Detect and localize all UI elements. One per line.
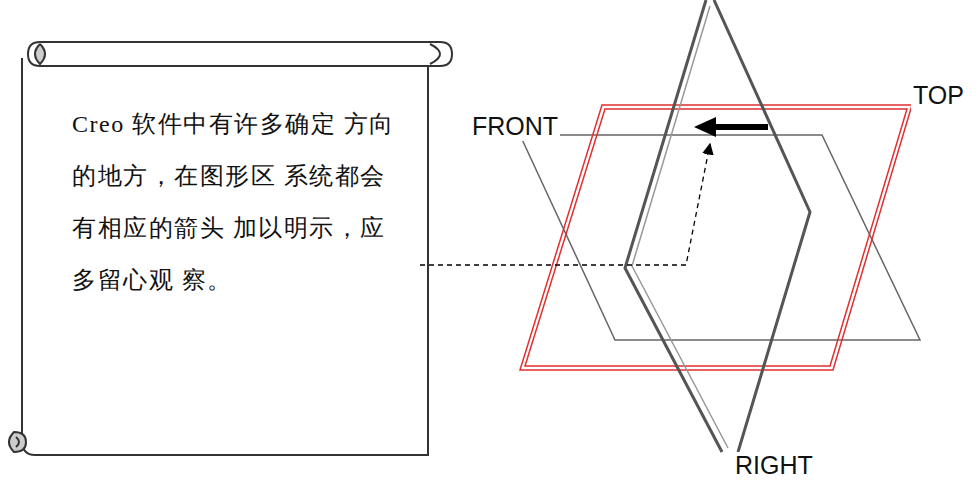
note-text: Creo 软件中有许多确定 方向的地方，在图形区 系统都会有相应的箭头 加以明示… (72, 98, 408, 306)
top-plane (520, 105, 912, 370)
plane-label: TOP (911, 82, 966, 110)
front-plane (520, 135, 920, 340)
right-plane (625, 0, 810, 452)
direction-arrow (694, 117, 768, 137)
plane-label: FRONT (470, 113, 560, 141)
scroll-note: Creo 软件中有许多确定 方向的地方，在图形区 系统都会有相应的箭头 加以明示… (22, 66, 428, 455)
plane-label: RIGHT (733, 452, 815, 480)
scroll-shape (9, 42, 452, 455)
leader-line (420, 144, 710, 265)
